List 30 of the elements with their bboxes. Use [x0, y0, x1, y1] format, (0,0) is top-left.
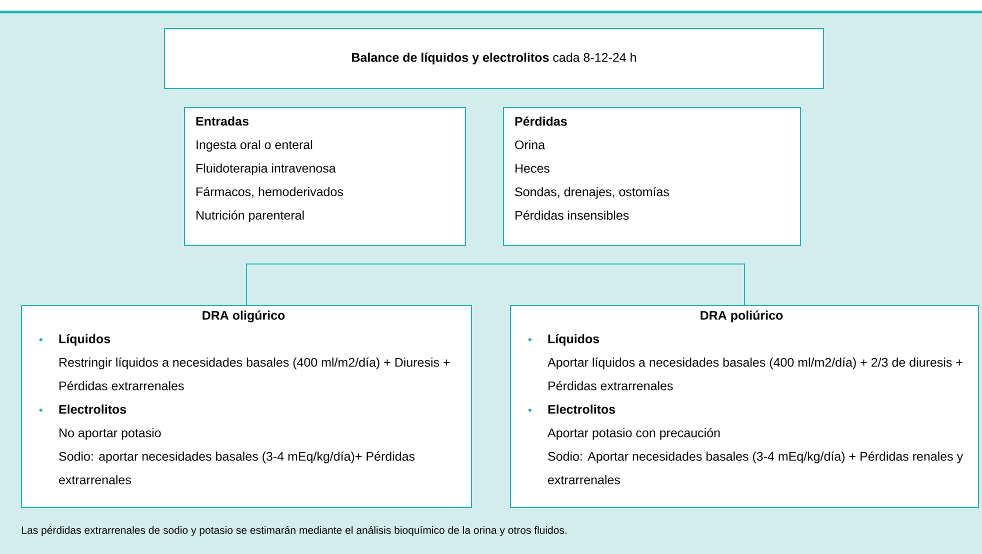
section-heading: Líquidos: [59, 334, 110, 346]
list-item: Sodio: aportar necesidades basales (3-4 mEq/kg/día)+ Pérdidas extrarrenales: [59, 451, 415, 484]
section-heading: Electrolitos: [548, 404, 616, 414]
box-heading: Pérdidas: [515, 116, 567, 126]
list-item: Orina: [515, 140, 546, 150]
text-box: [21, 305, 472, 508]
list-item: Aportar potasio con precaución: [548, 428, 720, 440]
text-box: [184, 107, 466, 246]
text-box: [510, 305, 979, 508]
box-heading: DRA oligúrico: [202, 310, 285, 322]
bracket-connector: [246, 264, 745, 306]
box-heading: DRA poliúrico: [700, 310, 783, 322]
list-item: Restringir líquidos a necesidades basales (400 ml/m2/día) + Diuresis + Pérdidas extrarrenales: [60, 357, 450, 390]
footnote: Las pérdidas extrarrenales de sodio y potasio se estimarán mediante el análisis bioquímico de la orina y otros fluidos.: [22, 526, 566, 536]
section-heading: Líquidos: [548, 334, 600, 346]
list-item: Ingesta oral o enteral: [196, 140, 312, 152]
text-box: [164, 28, 824, 89]
list-item: Aportar líquidos a necesidades basales (400 ml/m2/día) + 2/3 de diuresis + Pérdidas extrarrenales: [548, 357, 962, 390]
list-item: Sodio: Aportar necesidades basales (3-4 mEq/kg/día) + Pérdidas renales y extrarrenales: [548, 451, 964, 484]
list-item: Fármacos, hemoderivados: [196, 186, 343, 198]
list-item: Heces: [516, 164, 550, 173]
text-box: [503, 107, 801, 246]
list-item: Fluidoterapia intravenosa: [196, 164, 336, 176]
box-title: Balance de líquidos y electrolitos cada 8-12-24 h: [352, 52, 636, 64]
list-item: Sondas, drenajes, ostomías: [515, 186, 669, 199]
section-heading: Electrolitos: [59, 404, 126, 414]
list-item: Nutrición parenteral: [196, 210, 304, 222]
list-item: No aportar potasio: [60, 428, 161, 440]
box-heading: Entradas: [196, 116, 248, 126]
list-item: Pérdidas insensibles: [516, 210, 629, 220]
